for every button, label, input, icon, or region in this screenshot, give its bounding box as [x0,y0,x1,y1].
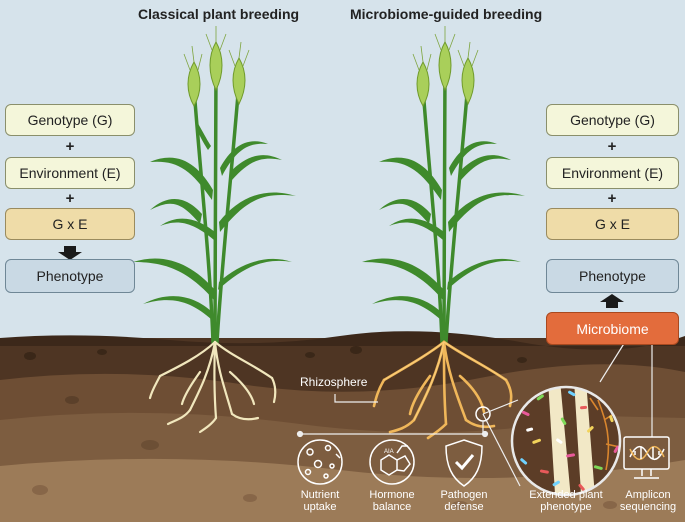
title-microbiome: Microbiome-guided breeding [350,6,543,22]
right-phenotype-box: Phenotype [546,259,679,293]
rhizosphere-label: Rhizosphere [300,375,368,389]
left-gxe-box: G x E [5,208,135,240]
left-phenotype-box: Phenotype [5,259,135,293]
microbiome-box: Microbiome [546,312,679,345]
title-classical: Classical plant breeding [138,6,300,22]
plant-microbiome [362,26,525,440]
nutrient-uptake-label: Nutrient uptake [300,489,340,513]
right-genotype-box: Genotype (G) [546,104,679,136]
dna-monitor-icon [623,436,670,479]
shield-check-icon [445,439,483,487]
hormone-molecule-icon: AIA [369,439,415,485]
right-plus-2: + [607,190,617,207]
right-gxe-box: G x E [546,208,679,240]
nutrient-uptake-icon [297,439,343,485]
amplicon-sequencing-label: Amplicon sequencing [619,489,677,513]
magnifier-icon [510,385,622,497]
hormone-balance-label: Hormone balance [369,489,415,513]
extended-phenotype-label: Extended plant phenotype [529,489,603,513]
right-environment-box: Environment (E) [546,157,679,189]
iaa-label: AIA [384,449,394,455]
pathogen-defense-label: Pathogen defense [440,489,488,513]
left-genotype-box: Genotype (G) [5,104,135,136]
left-environment-box: Environment (E) [5,157,135,189]
left-plus-1: + [65,138,75,155]
right-plus-1: + [607,138,617,155]
connector-lines [296,341,653,487]
arrow-down-left [58,246,82,260]
arrows [58,246,624,308]
plant-classical [133,26,296,434]
left-plus-2: + [65,190,75,207]
arrow-up-right [600,294,624,308]
